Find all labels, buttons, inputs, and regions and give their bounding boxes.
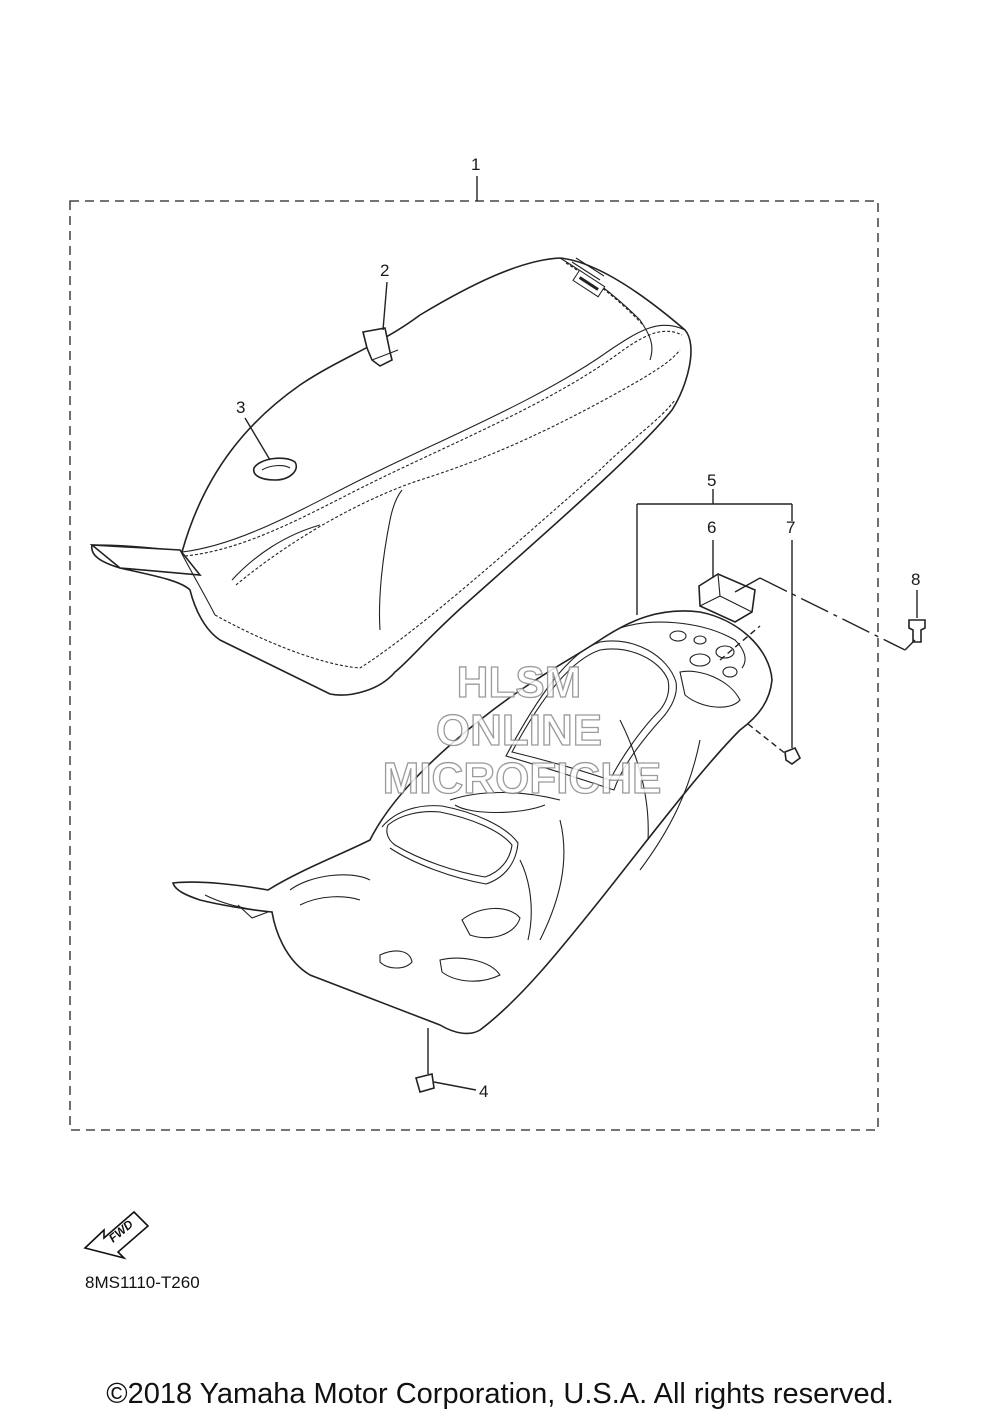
- callout-8: 8: [911, 570, 920, 589]
- watermark: HLSM ONLINE MICROFICHE: [382, 657, 662, 803]
- forward-arrow-icon: FWD: [83, 1210, 150, 1260]
- callout-1: 1: [471, 155, 480, 174]
- part-3-grommet: [252, 457, 297, 481]
- copyright-notice: ©2018 Yamaha Motor Corporation, U.S.A. A…: [106, 1378, 894, 1410]
- callout-2: 2: [380, 261, 389, 280]
- watermark-line-1: HLSM: [457, 658, 582, 707]
- callout-7: 7: [786, 518, 795, 537]
- diagram-code: 8MS1110-T260: [85, 1273, 200, 1292]
- part-6-bracket: [698, 573, 756, 623]
- watermark-line-3: MICROFICHE: [383, 754, 662, 803]
- seat-illustration: [89, 257, 692, 696]
- part-4-clip: [415, 1073, 435, 1093]
- callout-6: 6: [707, 518, 716, 537]
- seat-base-illustration: [171, 610, 773, 1035]
- callout-3: 3: [236, 398, 245, 417]
- watermark-line-2: ONLINE: [436, 706, 602, 755]
- part-8-bolt: [908, 619, 926, 643]
- part-2-strap: [362, 327, 399, 367]
- callout-5: 5: [707, 471, 716, 490]
- part-7-nut: [784, 746, 802, 765]
- callout-4: 4: [479, 1082, 488, 1101]
